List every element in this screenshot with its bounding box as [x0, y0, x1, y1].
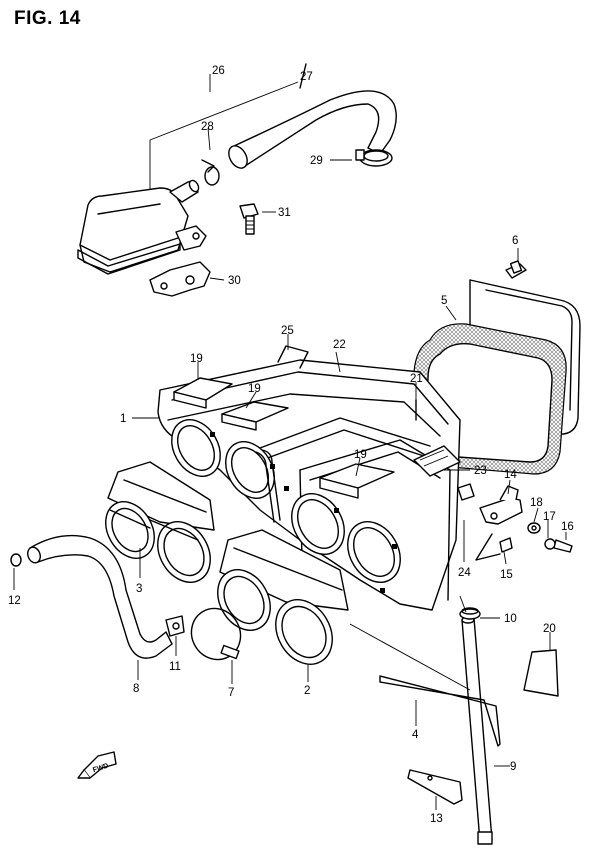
- callout-3: 3: [136, 583, 142, 595]
- callout-8: 8: [133, 683, 139, 695]
- bolt-31: [239, 203, 276, 235]
- breather-assembly: [77, 81, 299, 297]
- breather-hose: [228, 63, 397, 169]
- fwd-label: FWD: [92, 763, 109, 775]
- leader-lines: [13, 74, 567, 810]
- figure-title: FIG. 14: [14, 8, 81, 29]
- callout-22: 22: [333, 339, 346, 351]
- callout-12: 12: [8, 595, 21, 607]
- callout-31: 31: [278, 207, 291, 219]
- callout-24: 24: [458, 567, 471, 579]
- callout-5: 5: [441, 295, 447, 307]
- callout-19-a: 19: [190, 353, 203, 365]
- callout-7: 7: [228, 687, 234, 699]
- intake-boots: [105, 461, 349, 665]
- callout-13: 13: [430, 813, 443, 825]
- callout-27: 27: [300, 71, 313, 83]
- air-cleaner-case: [157, 345, 461, 611]
- bolt-6: [505, 248, 527, 279]
- callout-2: 2: [304, 685, 310, 697]
- callout-30: 30: [228, 275, 241, 287]
- callout-numbers: 26 27 28 29 31 6 30 5 25 22 19 19 21 1 1…: [8, 65, 574, 825]
- callout-14: 14: [504, 469, 517, 481]
- callout-20: 20: [543, 623, 556, 635]
- callout-19-c: 19: [354, 449, 367, 461]
- drain-hose-8: [10, 534, 185, 659]
- callout-17: 17: [543, 511, 556, 523]
- clamp-29: [355, 149, 393, 167]
- callout-21: 21: [410, 373, 423, 385]
- callout-25: 25: [281, 325, 294, 337]
- callout-10: 10: [504, 613, 517, 625]
- callout-19-b: 19: [248, 383, 261, 395]
- callout-4: 4: [412, 729, 419, 741]
- callout-9: 9: [510, 761, 516, 773]
- callout-18: 18: [530, 497, 543, 509]
- drain-tube-9: [349, 595, 559, 845]
- callout-15: 15: [500, 569, 513, 581]
- callout-29: 29: [310, 155, 323, 167]
- callout-11: 11: [169, 661, 181, 673]
- callout-16: 16: [561, 521, 574, 533]
- callout-23: 23: [474, 465, 487, 477]
- callout-26: 26: [212, 65, 225, 77]
- callout-6: 6: [512, 235, 518, 247]
- bracket-hardware: [457, 483, 573, 561]
- forward-arrow-icon: FWD: [77, 751, 117, 779]
- clip-28: [201, 159, 220, 186]
- callout-1: 1: [120, 413, 126, 425]
- callout-28: 28: [201, 121, 214, 133]
